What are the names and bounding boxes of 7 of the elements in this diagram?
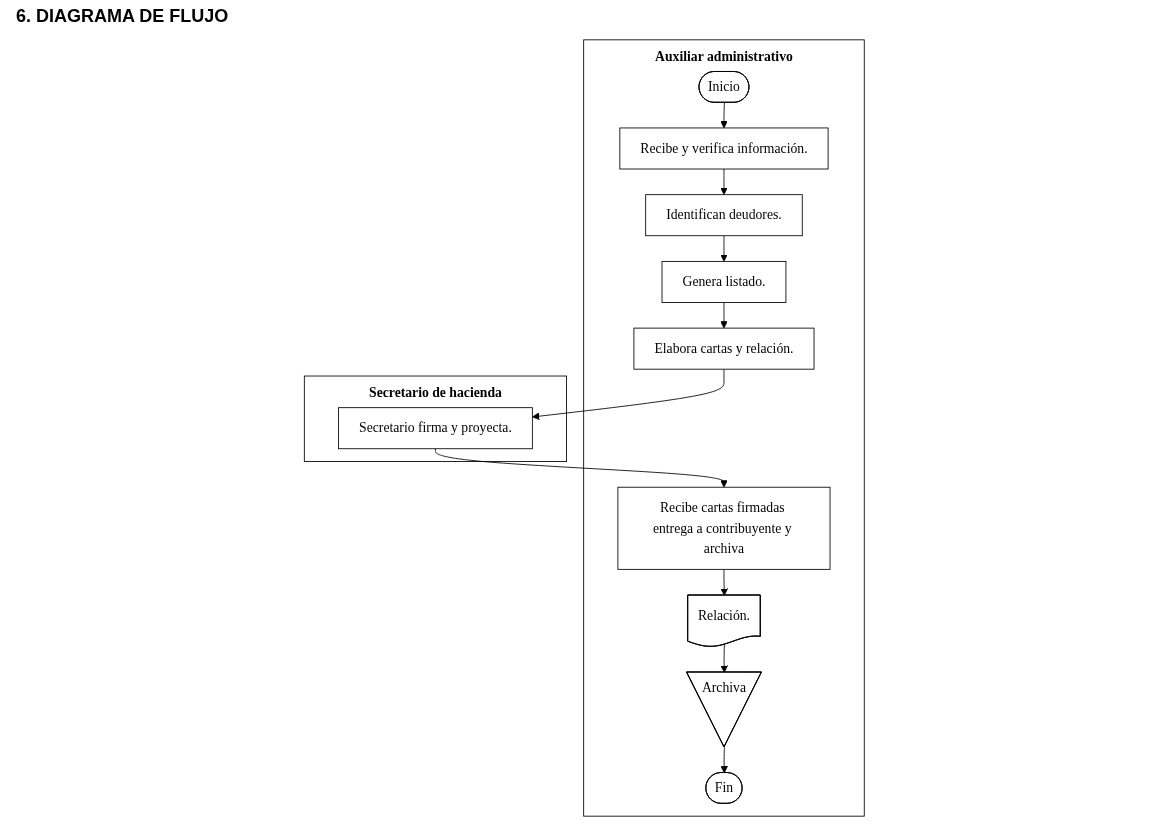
node-box: Recibe y verifica información. [619, 127, 829, 170]
node-box: Recibe cartas firmadas entrega a contribuyente y archiva [617, 486, 831, 570]
diagram-title: 6. DIAGRAMA DE FLUJO [16, 6, 230, 27]
node-box: Genera listado. [661, 260, 787, 303]
node-box: Identifican deudores. [645, 194, 803, 237]
node-box: Secretario firma y proyecta. [338, 407, 533, 450]
node-box: Elabora cartas y relación. [633, 327, 815, 370]
